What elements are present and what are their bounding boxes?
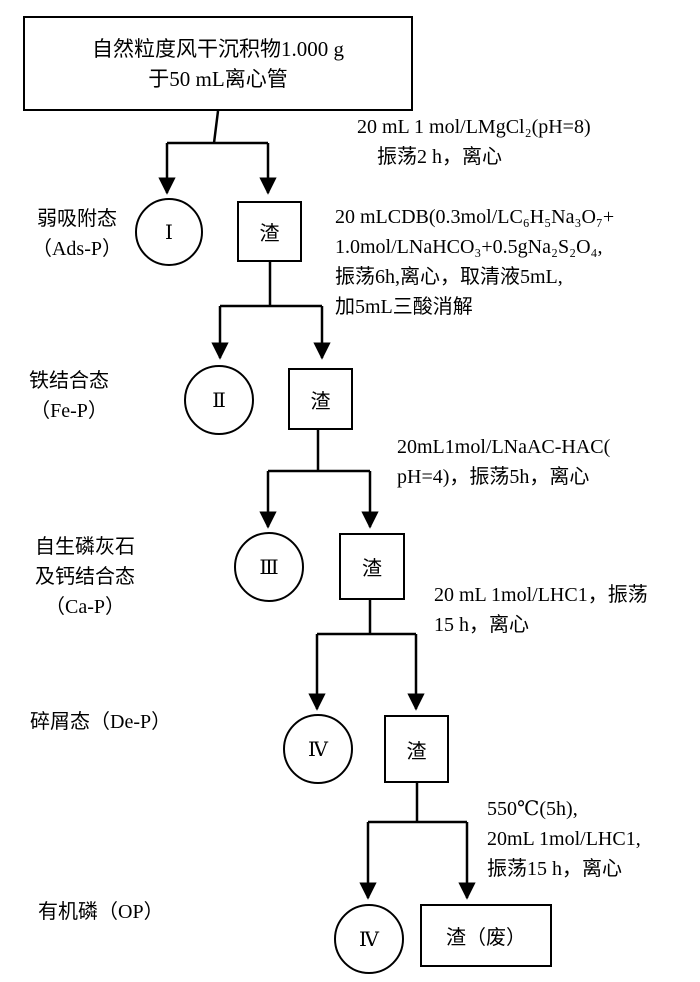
reagent-1: 20 mL 1 mol/LMgCl₂(pH=8) 振荡2 h，离心 (357, 112, 591, 172)
fraction-label-3: 自生磷灰石 及钙结合态 （Ca-P） (20, 532, 150, 622)
reagent-4-line-2: 15 h，离心 (434, 614, 529, 636)
reagent-2-line-3: 振荡6h,离心，取清液5mL, (335, 266, 563, 288)
fraction-label-1: 弱吸附态 （Ads-P） (22, 204, 132, 264)
reagent-1-line-1: 20 mL 1 mol/LMgCl₂(pH=8) (357, 116, 591, 138)
residue-box-2: 渣 (288, 368, 353, 430)
residue-2-label: 渣 (310, 390, 331, 413)
fraction-2-line-2: （Fe-P） (30, 400, 108, 422)
reagent-2-line-1: 20 mLCDB(0.3mol/LC₆H₅Na₃O₇+ (335, 206, 615, 228)
circle-5-label: Ⅳ (359, 928, 379, 951)
residue-4-label: 渣 (406, 740, 427, 763)
reagent-2-line-2: 1.0mol/LNaHCO₃+0.5gNa₂S₂O₄, (335, 236, 603, 258)
reagent-3: 20mL1mol/LNaAC-HAC( pH=4)，振荡5h，离心 (397, 432, 610, 492)
reagent-4-line-1: 20 mL 1mol/LHC1，振荡 (434, 584, 648, 606)
fraction-circle-2: Ⅱ (184, 365, 254, 435)
fraction-label-4: 碎屑态（De-P） (30, 707, 171, 737)
fraction-label-2: 铁结合态 （Fe-P） (14, 366, 124, 426)
reagent-5-line-2: 20mL 1mol/LHC1, (487, 828, 641, 850)
sample-line-2: 于50 mL离心管 (148, 66, 288, 91)
residue-1-label: 渣 (259, 223, 280, 245)
reagent-1-line-2: 振荡2 h，离心 (357, 146, 502, 168)
reagent-5-line-1: 550℃(5h), (487, 798, 578, 820)
residue-box-3: 渣 (339, 533, 405, 600)
reagent-5-line-3: 振荡15 h，离心 (487, 858, 622, 880)
fraction-circle-1: Ⅰ (135, 198, 203, 266)
fraction-3-line-2: 及钙结合态 (35, 566, 135, 588)
circle-3-label: Ⅲ (259, 556, 279, 579)
fraction-circle-4: Ⅳ (283, 714, 353, 784)
sample-box: 自然粒度风干沉积物1.000 g 于50 mL离心管 (23, 16, 413, 111)
connector-line (212, 110, 220, 144)
circle-1-label: Ⅰ (165, 221, 173, 244)
reagent-2-line-4: 加5mL三酸消解 (335, 296, 473, 318)
reagent-3-line-2: pH=4)，振荡5h，离心 (397, 466, 590, 488)
residue-box-waste: 渣（废） (420, 904, 552, 967)
fraction-5-line-1: 有机磷（OP） (38, 901, 164, 923)
residue-3-label: 渣 (362, 558, 382, 580)
residue-box-1: 渣 (237, 201, 302, 262)
fraction-circle-3: Ⅲ (234, 532, 304, 602)
fraction-1-line-1: 弱吸附态 (37, 208, 117, 230)
fraction-1-line-2: （Ads-P） (31, 238, 122, 260)
fraction-3-line-3: （Ca-P） (45, 596, 125, 618)
reagent-5: 550℃(5h), 20mL 1mol/LHC1, 振荡15 h，离心 (487, 794, 641, 884)
residue-box-4: 渣 (384, 715, 449, 783)
fraction-2-line-1: 铁结合态 (29, 370, 109, 392)
fraction-label-5: 有机磷（OP） (38, 897, 164, 927)
fraction-3-line-1: 自生磷灰石 (35, 536, 135, 558)
residue-5-label: 渣（废） (446, 927, 526, 949)
sample-line-1: 自然粒度风干沉积物1.000 g (92, 36, 344, 61)
circle-4-label: Ⅳ (308, 738, 328, 761)
fraction-4-line-1: 碎屑态（De-P） (30, 711, 172, 733)
reagent-4: 20 mL 1mol/LHC1，振荡 15 h，离心 (434, 580, 648, 640)
reagent-3-line-1: 20mL1mol/LNaAC-HAC( (397, 436, 611, 458)
reagent-2: 20 mLCDB(0.3mol/LC₆H₅Na₃O₇+ 1.0mol/LNaHC… (335, 202, 614, 322)
fraction-circle-5: Ⅳ (334, 904, 404, 974)
circle-2-label: Ⅱ (212, 389, 226, 412)
